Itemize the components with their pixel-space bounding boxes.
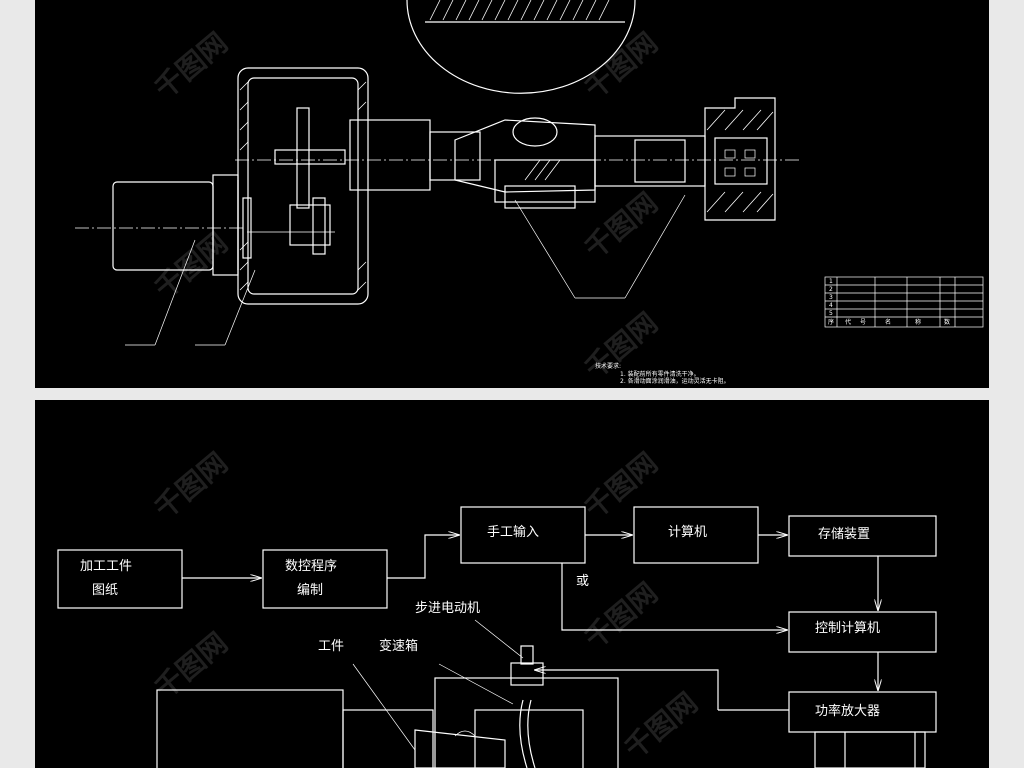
watermark: 千图网	[148, 226, 234, 305]
watermark: 千图网	[578, 26, 664, 105]
assembly-drawing: 千图网 千图网 千图网 千图网 千图网	[75, 0, 984, 385]
table-cell: 4	[829, 302, 833, 309]
bearing-block	[704, 97, 776, 221]
nc-program-label: 编制	[297, 583, 323, 598]
watermark: 千图网	[578, 576, 664, 655]
nc-system-panel: 千图网 千图网 千图网 千图网 千图网 加工工件 图纸 数控程序 编制 手工输入…	[35, 400, 989, 768]
watermark: 千图网	[148, 446, 234, 525]
stepper-motor-label: 步进电动机	[415, 601, 480, 616]
table-footer-cell: 代	[845, 318, 851, 326]
lead-screw-assembly	[349, 117, 706, 209]
nc-program-box	[262, 549, 388, 609]
technical-notes: 技术要求: 1. 装配前所有零件清洗干净。 2. 各滑动面涂润滑油，运动灵活无卡…	[595, 362, 730, 385]
watermark: 千图网	[578, 446, 664, 525]
leader-lines	[125, 194, 686, 346]
table-footer-cell: 称	[915, 318, 921, 326]
parts-table: 1 2 3 4 5 序 代 号 名 称 数	[824, 276, 984, 328]
control-computer-box	[788, 611, 937, 653]
table-cell: 1	[829, 278, 833, 285]
stepper-motor-leader	[474, 619, 524, 659]
note-line: 2. 各滑动面涂润滑油，运动灵活无卡阻。	[620, 377, 730, 385]
gearbox-leader	[438, 663, 514, 705]
bearing-arc	[406, 0, 636, 94]
workpiece-leader	[352, 663, 416, 751]
workpiece-drawing-label: 图纸	[92, 583, 118, 598]
table-cell: 3	[829, 294, 833, 301]
table-footer-cell: 名	[885, 318, 891, 326]
storage-box	[788, 515, 937, 557]
notes-title: 技术要求:	[595, 362, 621, 370]
flow-arrows	[182, 535, 878, 711]
note-line: 1. 装配前所有零件清洗干净。	[620, 370, 700, 378]
watermark: 千图网	[148, 26, 234, 105]
workpiece-drawing-box	[57, 549, 183, 609]
table-footer-cell: 序	[828, 318, 834, 326]
nc-program-label: 数控程序	[285, 559, 337, 574]
watermark: 千图网	[618, 686, 704, 765]
gearbox-label: 变速箱	[379, 638, 418, 654]
storage-label: 存储装置	[818, 527, 870, 542]
machine-sketch	[156, 645, 926, 768]
table-footer-cell: 号	[860, 319, 866, 326]
table-cell: 2	[829, 286, 833, 293]
table-footer-cell: 数	[944, 318, 950, 326]
computer-label: 计算机	[668, 525, 707, 540]
assembly-drawing-panel: 千图网 千图网 千图网 千图网 千图网	[35, 0, 989, 388]
table-cell: 5	[829, 310, 833, 317]
power-amplifier-label: 功率放大器	[815, 703, 880, 719]
gearbox-housing	[237, 67, 369, 305]
watermark: 千图网	[148, 626, 234, 705]
or-label: 或	[576, 574, 589, 589]
workpiece-label: 工件	[318, 639, 344, 654]
nc-block-diagram: 千图网 千图网 千图网 千图网 千图网 加工工件 图纸 数控程序 编制 手工输入…	[57, 446, 937, 768]
control-computer-label: 控制计算机	[815, 621, 880, 636]
workpiece-drawing-label: 加工工件	[80, 559, 132, 574]
watermark-group: 千图网 千图网 千图网 千图网 千图网	[148, 26, 664, 385]
manual-input-label: 手工输入	[487, 524, 539, 540]
